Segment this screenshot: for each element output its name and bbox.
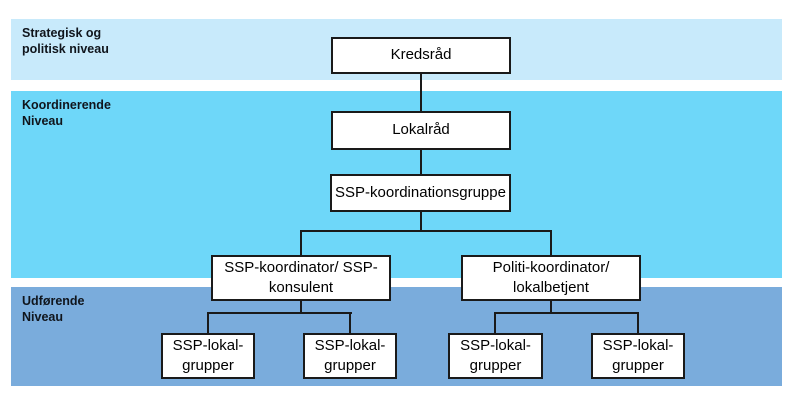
band-label-executing: Udførende Niveau <box>22 294 85 325</box>
node-ssp-lokalgruppe-3: SSP-lokal- grupper <box>448 333 543 379</box>
node-ssp-lokalgruppe-2-line1: SSP-lokal- <box>314 336 386 354</box>
connector-branch-to-sspkoordinator <box>300 230 302 257</box>
node-ssp-lokalgruppe-4-line2: grupper <box>612 357 664 374</box>
connector-politikoordinator-stem <box>550 301 552 314</box>
connector-branch-to-lokalgruppe-4 <box>637 312 639 335</box>
connector-kredsraad-lokalraad <box>420 74 422 113</box>
node-ssp-koordinationsgruppe-label: SSP-koordinationsgruppe <box>335 183 506 201</box>
connector-sspkoordinator-branch-horizontal <box>207 312 352 314</box>
band-label-coordinating-line1: Koordinerende <box>22 98 111 112</box>
node-lokalraad-label: Lokalråd <box>392 121 450 139</box>
connector-branch-to-lokalgruppe-2 <box>349 312 351 335</box>
node-ssp-lokalgruppe-1-line1: SSP-lokal- <box>172 336 244 354</box>
band-label-coordinating-line2: Niveau <box>22 113 63 128</box>
node-politi-koordinator: Politi-koordinator/ lokalbetjent <box>461 255 641 301</box>
connector-politikoordinator-branch-horizontal <box>494 312 639 314</box>
node-ssp-koordinator-line2: konsulent <box>268 279 334 296</box>
node-ssp-lokalgruppe-3-line1: SSP-lokal- <box>460 336 531 354</box>
node-ssp-lokalgruppe-4-line1: SSP-lokal- <box>602 336 674 354</box>
node-ssp-lokalgruppe-3-line2: grupper <box>469 357 522 374</box>
node-politi-koordinator-line1: Politi-koordinator/ <box>492 258 610 276</box>
connector-branch-to-politikoordinator <box>550 230 552 257</box>
band-label-executing-line2: Niveau <box>22 309 63 324</box>
node-kredsraad-label: Kredsråd <box>390 46 452 64</box>
node-ssp-koordinationsgruppe: SSP-koordinationsgruppe <box>330 174 511 212</box>
node-ssp-lokalgruppe-1-line2: grupper <box>182 357 234 374</box>
connector-koordgruppe-branch-horizontal <box>300 230 552 232</box>
connector-sspkoordinator-stem <box>300 301 302 314</box>
band-label-executing-line1: Udførende <box>22 294 85 308</box>
band-label-coordinating: Koordinerende Niveau <box>22 98 111 129</box>
node-ssp-lokalgruppe-4: SSP-lokal- grupper <box>591 333 685 379</box>
node-politi-koordinator-line2: lokalbetjent <box>513 279 589 296</box>
node-ssp-koordinator-line1: SSP-koordinator/ SSP- <box>224 258 378 276</box>
node-ssp-lokalgruppe-2: SSP-lokal- grupper <box>303 333 397 379</box>
band-label-strategic-line2: politisk niveau <box>22 41 109 56</box>
band-label-strategic-line1: Strategisk og <box>22 26 102 40</box>
connector-branch-to-lokalgruppe-3 <box>494 312 496 335</box>
node-kredsraad: Kredsråd <box>331 37 511 74</box>
node-ssp-lokalgruppe-1: SSP-lokal- grupper <box>161 333 255 379</box>
node-lokalraad: Lokalråd <box>331 111 511 150</box>
connector-branch-to-lokalgruppe-1 <box>207 312 209 335</box>
connector-lokalraad-koordgruppe <box>420 150 422 176</box>
node-ssp-koordinator: SSP-koordinator/ SSP- konsulent <box>211 255 391 301</box>
connector-koordgruppe-stem <box>420 212 422 232</box>
node-ssp-lokalgruppe-2-line2: grupper <box>324 357 376 374</box>
band-label-strategic: Strategisk og politisk niveau <box>22 26 109 57</box>
